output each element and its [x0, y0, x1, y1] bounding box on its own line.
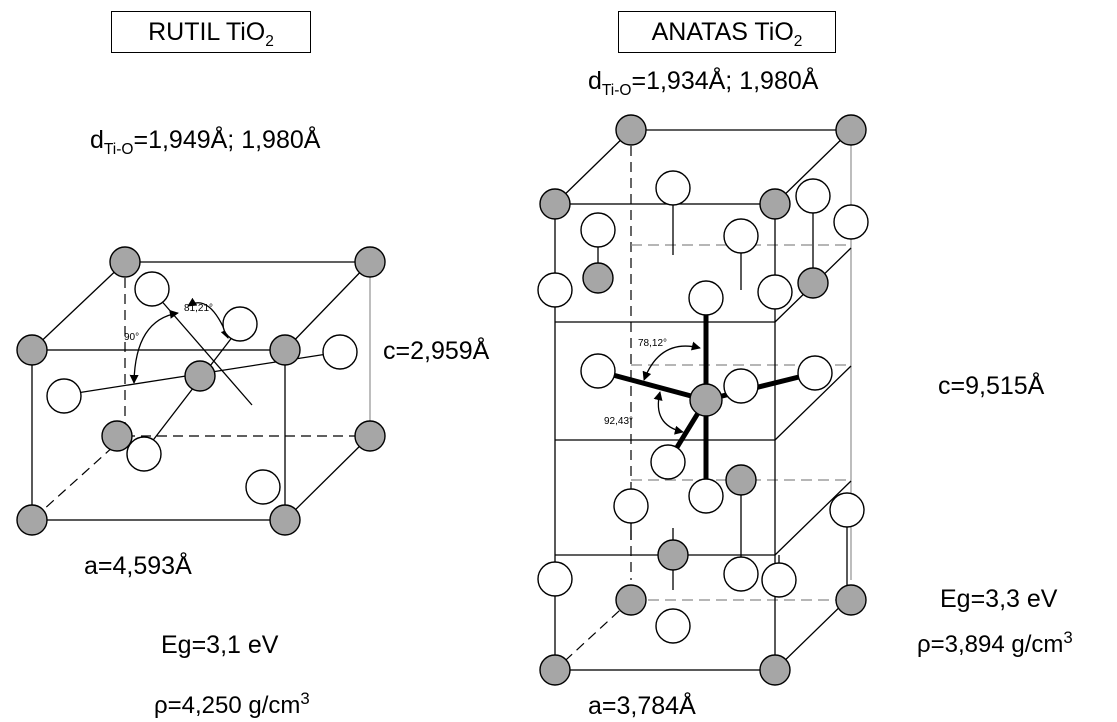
- rutile-bond-length: dTi-O=1,949Å; 1,980Å: [90, 126, 320, 159]
- ti-atom: [16, 334, 48, 366]
- anatase-title-box: ANATAS TiO2: [618, 11, 836, 53]
- rutile-c-parameter: c=2,959Å: [383, 337, 490, 365]
- ti-atom: [797, 267, 829, 299]
- o-atom: [222, 306, 258, 342]
- ti-atom: [615, 584, 647, 616]
- o-atom: [829, 492, 865, 528]
- anatase-c-parameter: c=9,515Å: [938, 372, 1045, 400]
- anatase-density-exponent: 3: [1063, 628, 1073, 647]
- anatase-bond-length: dTi-O=1,934Å; 1,980Å: [588, 67, 818, 100]
- ti-atom: [759, 188, 791, 220]
- ti-atom: [354, 420, 386, 452]
- rutile-title: RUTIL TiO: [148, 18, 266, 46]
- o-atom: [134, 271, 170, 307]
- ti-atom: [539, 654, 571, 686]
- rutile-a-parameter: a=4,593Å: [84, 552, 192, 580]
- rutile-title-box: RUTIL TiO2: [111, 11, 311, 53]
- ti-atom: [582, 262, 614, 294]
- ti-atom: [184, 360, 216, 392]
- o-atom: [761, 562, 797, 598]
- anatase-density: ρ=3,894 g/cm3: [917, 628, 1073, 659]
- anatase-a-parameter: a=3,784Å: [588, 692, 696, 720]
- rutile-d-values: =1,949Å; 1,980Å: [133, 126, 321, 154]
- o-atom: [245, 469, 281, 505]
- anatase-d-symbol: d: [588, 67, 602, 95]
- ti-atom: [835, 584, 867, 616]
- o-atom: [322, 334, 358, 370]
- o-atom: [537, 561, 573, 597]
- ti-atom: [269, 334, 301, 366]
- ti-atom: [759, 654, 791, 686]
- o-atom: [126, 436, 162, 472]
- o-atom: [795, 178, 831, 214]
- rutile-d-subscript: Ti-O: [103, 141, 134, 158]
- o-atom: [757, 274, 793, 310]
- anatase-d-values: =1,934Å; 1,980Å: [631, 67, 819, 95]
- anatase-title: ANATAS TiO: [651, 18, 794, 46]
- ti-atom: [725, 464, 757, 496]
- o-atom: [580, 212, 616, 248]
- o-atom: [833, 204, 869, 240]
- ti-atom: [539, 188, 571, 220]
- ti-atom: [615, 114, 647, 146]
- anatase-title-subscript: 2: [793, 33, 803, 50]
- o-atom: [650, 444, 686, 480]
- anatase-angle-92: 92,43°: [604, 416, 633, 427]
- ti-atom: [657, 539, 689, 571]
- o-atom: [613, 488, 649, 524]
- anatase-d-subscript: Ti-O: [601, 82, 632, 99]
- o-atom: [723, 218, 759, 254]
- ti-atom: [269, 504, 301, 536]
- anatase-band-gap: Eg=3,3 eV: [940, 585, 1058, 613]
- ti-atom: [835, 114, 867, 146]
- rutile-title-subscript: 2: [265, 33, 274, 50]
- o-atom: [723, 556, 759, 592]
- o-atom: [797, 355, 833, 391]
- rutile-density-value: ρ=4,250 g/cm: [154, 692, 301, 719]
- ti-atom: [109, 246, 141, 278]
- anatase-density-value: ρ=3,894 g/cm: [917, 631, 1064, 658]
- o-atom: [46, 378, 82, 414]
- ti-atom: [354, 246, 386, 278]
- ti-atom: [689, 383, 723, 417]
- o-atom: [655, 608, 691, 644]
- rutile-unit-cell: 81,21° 90°: [16, 246, 386, 536]
- rutile-band-gap: Eg=3,1 eV: [161, 631, 279, 659]
- o-atom: [723, 368, 759, 404]
- o-atom: [580, 353, 616, 389]
- o-atom: [655, 170, 691, 206]
- rutile-density: ρ=4,250 g/cm3: [154, 689, 310, 720]
- o-atom: [688, 478, 724, 514]
- ti-atom: [16, 504, 48, 536]
- rutile-d-symbol: d: [90, 126, 104, 154]
- o-atom: [537, 272, 573, 308]
- o-atom: [688, 280, 724, 316]
- anatase-angle-78: 78,12°: [638, 338, 667, 349]
- rutile-density-exponent: 3: [300, 689, 310, 708]
- rutile-angle-81: 81,21°: [184, 303, 213, 314]
- anatase-unit-cell: 78,12° 92,43°: [537, 114, 869, 686]
- ti-atom: [101, 420, 133, 452]
- rutile-angle-90: 90°: [124, 332, 139, 343]
